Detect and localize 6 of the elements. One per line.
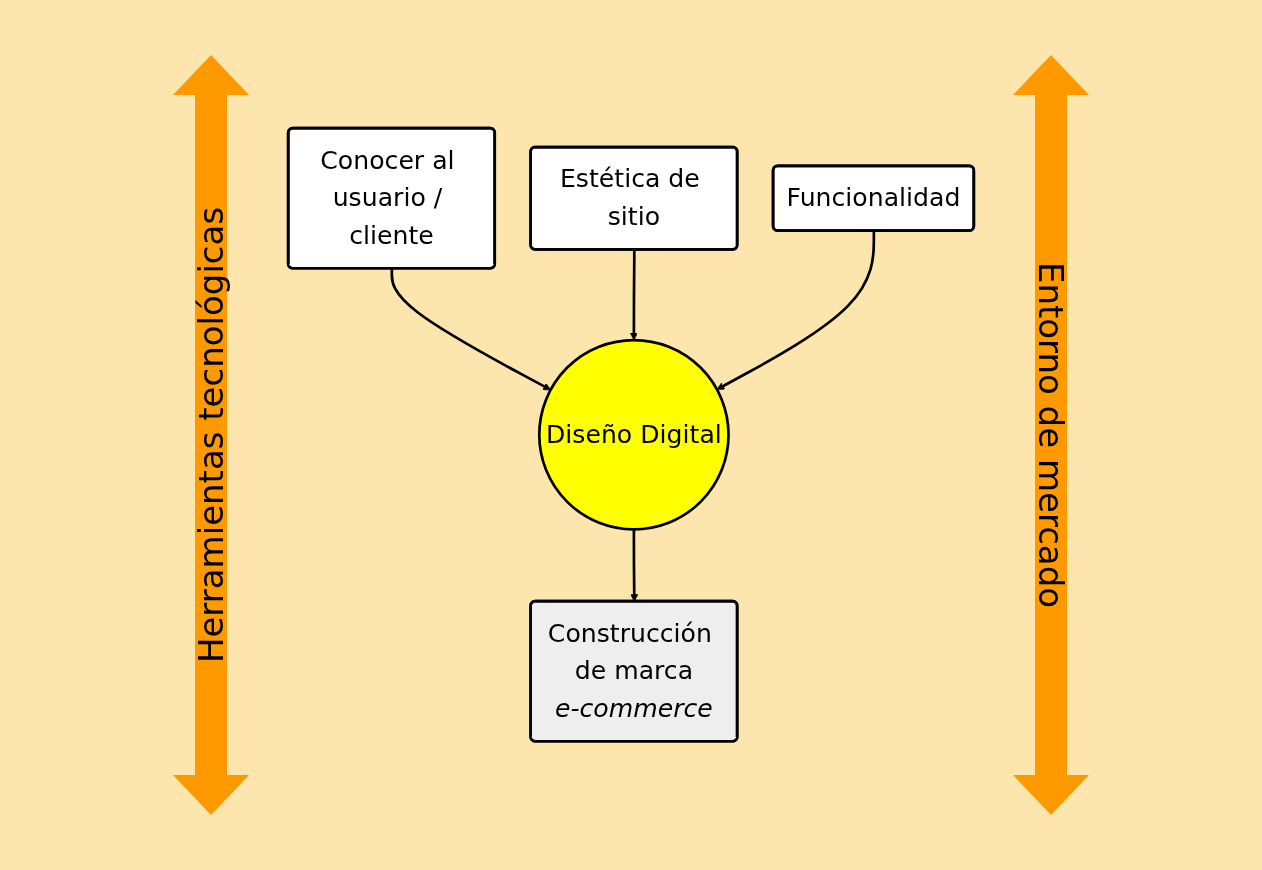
side-label: Herramientas tecnológicas	[191, 206, 231, 664]
side-label: Entorno de mercado	[1031, 261, 1071, 609]
arrow	[390, 268, 551, 391]
arrow	[629, 250, 638, 341]
arrow	[716, 231, 876, 391]
node-circle: Diseño Digital	[537, 339, 730, 531]
